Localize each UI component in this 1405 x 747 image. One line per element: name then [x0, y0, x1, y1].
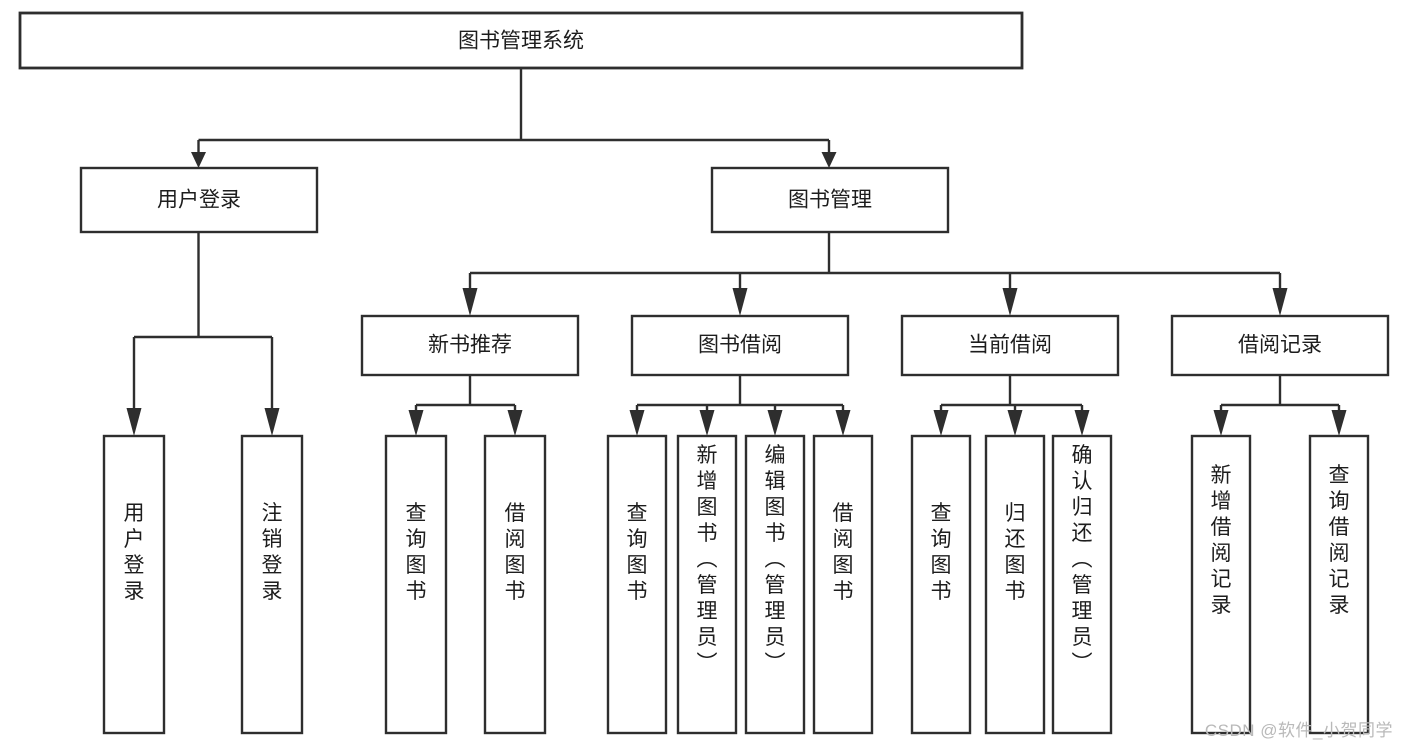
leaf-records-query-record[interactable]: 查询借阅记录 — [1308, 434, 1370, 735]
leaf-current-confirm-return-admin-box[interactable] — [1051, 434, 1113, 735]
leaf-borrow-query-book-label: 查询图书 — [627, 502, 648, 603]
connector-layer — [126, 68, 1347, 436]
node-book-management-box[interactable] — [710, 166, 950, 234]
arrowhead-records-leaf-1 — [1331, 410, 1347, 436]
leaf-borrow-add-book-admin[interactable]: 新增图书︵管理员︶ — [676, 434, 738, 735]
arrowhead-current-leaf-1 — [1007, 410, 1023, 436]
node-borrow-records-box[interactable] — [1170, 314, 1390, 377]
leaf-current-query-book-box[interactable] — [910, 434, 972, 735]
arrowhead-root-to-user-login — [191, 152, 206, 168]
arrowhead-records-leaf-0 — [1213, 410, 1229, 436]
leaf-borrow-edit-book-admin-box[interactable] — [744, 434, 806, 735]
node-root-label: 图书管理系统 — [458, 30, 584, 53]
leaf-user-login[interactable]: 用户登录 — [102, 434, 166, 735]
leaf-borrow-query-book-box[interactable] — [606, 434, 668, 735]
node-user-login-box[interactable] — [79, 166, 319, 234]
arrowhead-borrow-leaf-1 — [699, 410, 715, 436]
leaf-current-query-book-label: 查询图书 — [931, 502, 952, 603]
leaf-current-return-book-box[interactable] — [984, 434, 1046, 735]
leaf-borrow-borrow-book-label: 借阅图书 — [833, 502, 854, 603]
leaf-borrow-edit-book-admin-label: 编辑图书︵管理员︶ — [765, 444, 786, 675]
leaf-current-confirm-return-admin-label: 确认归还︵管理员︶ — [1072, 444, 1093, 675]
node-current-borrow[interactable]: 当前借阅 — [900, 314, 1120, 377]
node-borrow-records[interactable]: 借阅记录 — [1170, 314, 1390, 377]
leaf-logout-label: 注销登录 — [262, 502, 283, 603]
arrowhead-borrow-leaf-3 — [835, 410, 851, 436]
arrowhead-to-borrow — [732, 288, 748, 316]
arrowhead-newbooks-leaf-0 — [408, 410, 424, 436]
leaf-records-add-record-box[interactable] — [1190, 434, 1252, 735]
leaf-borrow-borrow-book-box[interactable] — [812, 434, 874, 735]
leaf-newbooks-borrow-book-box[interactable] — [483, 434, 547, 735]
leaf-records-query-record-label: 查询借阅记录 — [1329, 464, 1350, 617]
leaf-newbooks-borrow-book[interactable]: 借阅图书 — [483, 434, 547, 735]
leaf-current-query-book[interactable]: 查询图书 — [910, 434, 972, 735]
arrowhead-userlogin-leaf-1 — [264, 408, 280, 436]
node-root[interactable]: 图书管理系统 — [18, 11, 1024, 70]
leaf-borrow-query-book[interactable]: 查询图书 — [606, 434, 668, 735]
node-book-management[interactable]: 图书管理 — [710, 166, 950, 234]
leaf-user-login-label: 用户登录 — [124, 502, 145, 603]
leaf-newbooks-query-book-label: 查询图书 — [406, 502, 427, 603]
node-book-borrow-box[interactable] — [630, 314, 850, 377]
leaf-borrow-borrow-book[interactable]: 借阅图书 — [812, 434, 874, 735]
leaf-records-add-record[interactable]: 新增借阅记录 — [1190, 434, 1252, 735]
leaf-records-query-record-box[interactable] — [1308, 434, 1370, 735]
node-user-login-label: 用户登录 — [157, 189, 241, 212]
leaf-current-return-book[interactable]: 归还图书 — [984, 434, 1046, 735]
leaf-logout-box[interactable] — [240, 434, 304, 735]
arrowhead-borrow-leaf-0 — [629, 410, 645, 436]
arrowhead-borrow-leaf-2 — [767, 410, 783, 436]
node-new-book-recommend-label: 新书推荐 — [428, 334, 512, 357]
node-borrow-records-label: 借阅记录 — [1238, 334, 1322, 357]
leaf-newbooks-query-book-box[interactable] — [384, 434, 448, 735]
node-new-book-recommend-box[interactable] — [360, 314, 580, 377]
leaf-current-confirm-return-admin[interactable]: 确认归还︵管理员︶ — [1051, 434, 1113, 735]
arrowhead-to-records — [1272, 288, 1288, 316]
arrowhead-root-to-book-mgmt — [821, 152, 837, 168]
leaf-logout[interactable]: 注销登录 — [240, 434, 304, 735]
leaf-records-add-record-label: 新增借阅记录 — [1211, 464, 1232, 617]
arrowhead-to-current — [1002, 288, 1018, 316]
csdn-watermark: CSDN @软件_小贺同学 — [1204, 721, 1393, 740]
node-root-box[interactable] — [18, 11, 1024, 70]
leaf-newbooks-query-book[interactable]: 查询图书 — [384, 434, 448, 735]
leaf-user-login-box[interactable] — [102, 434, 166, 735]
arrowhead-current-leaf-0 — [933, 410, 949, 436]
node-current-borrow-box[interactable] — [900, 314, 1120, 377]
node-new-book-recommend[interactable]: 新书推荐 — [360, 314, 580, 377]
leaf-borrow-add-book-admin-box[interactable] — [676, 434, 738, 735]
arrowhead-userlogin-leaf-0 — [126, 408, 142, 436]
node-book-management-label: 图书管理 — [788, 189, 872, 212]
arrowhead-to-new-books — [462, 288, 478, 316]
leaf-current-return-book-label: 归还图书 — [1005, 502, 1026, 603]
arrowhead-newbooks-leaf-1 — [507, 410, 523, 436]
arrowhead-current-leaf-2 — [1074, 410, 1090, 436]
node-current-borrow-label: 当前借阅 — [968, 334, 1052, 357]
node-book-borrow[interactable]: 图书借阅 — [630, 314, 850, 377]
leaf-borrow-edit-book-admin[interactable]: 编辑图书︵管理员︶ — [744, 434, 806, 735]
leaf-borrow-add-book-admin-label: 新增图书︵管理员︶ — [697, 444, 718, 675]
node-book-borrow-label: 图书借阅 — [698, 334, 782, 357]
leaf-newbooks-borrow-book-label: 借阅图书 — [505, 502, 526, 603]
node-user-login[interactable]: 用户登录 — [79, 166, 319, 234]
